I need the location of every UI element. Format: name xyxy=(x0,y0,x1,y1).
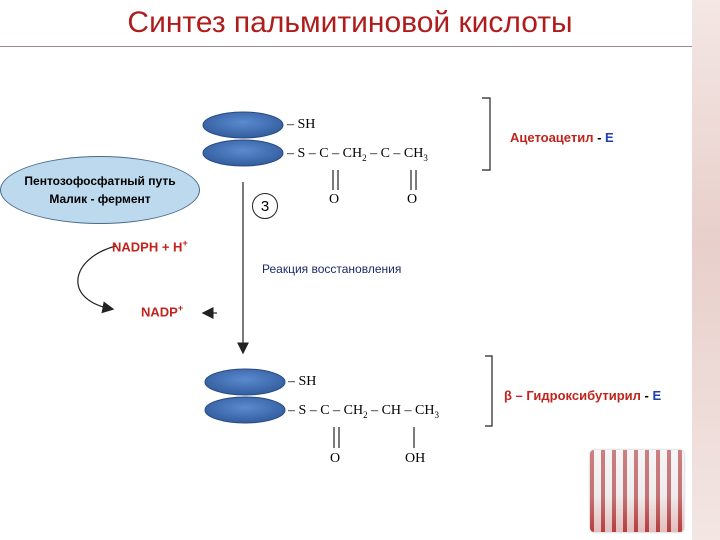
bottom-chain-part-b: – CH – CH xyxy=(367,403,435,418)
top-oxygen-2: O xyxy=(407,192,418,207)
bracket-bottom xyxy=(485,355,493,427)
bracket-top xyxy=(482,97,491,171)
pathway-oval: Пентозофосфатный путь Малик - фермент xyxy=(0,156,200,224)
nadph-sup: + xyxy=(182,238,188,248)
top-compound-label: Ацетоацетил xyxy=(510,130,594,145)
bottom-hydroxyl: OH xyxy=(405,451,426,466)
bottom-compound-label: β – Гидроксибутирил xyxy=(504,388,641,403)
top-chain-sub-2: 2 xyxy=(362,152,367,163)
bottom-sh-group: – SH xyxy=(288,374,317,389)
pathway-line-1: Пентозофосфатный путь xyxy=(24,174,176,188)
enzyme-ellipse-top-1 xyxy=(202,111,284,139)
cofactor-curve-arrow xyxy=(77,245,117,314)
step-number-circle: 3 xyxy=(252,193,278,219)
nadp-text: NADP xyxy=(141,304,178,320)
nadph-label: NADPH + H+ xyxy=(112,238,188,254)
enzyme-ellipse-bottom-2 xyxy=(204,396,286,424)
enzyme-ellipse-top-2 xyxy=(202,139,284,167)
top-chain-sub-3: 3 xyxy=(423,152,428,163)
bottom-chain-sub-2: 2 xyxy=(363,409,368,420)
bottom-chain-formula: – S – C – CH2 – CH – CH3 xyxy=(288,403,439,420)
top-compound-dash: - xyxy=(593,130,606,145)
top-chain-part-b: – C – CH xyxy=(366,146,424,161)
top-sh-group: – SH xyxy=(287,117,316,132)
nadp-label: NADP+ xyxy=(141,303,183,319)
top-oxygen-1: O xyxy=(329,192,340,207)
bottom-compound-dash: - xyxy=(640,388,653,403)
pathway-line-2: Малик - фермент xyxy=(49,192,151,206)
bottom-oxygen: O xyxy=(330,451,341,466)
page-title: Синтез пальмитиновой кислоты xyxy=(127,6,573,39)
top-chain-formula: – S – C – CH2 – C – CH3 xyxy=(287,146,428,163)
reaction-label: Реакция восстановления xyxy=(262,262,402,276)
top-enzyme-letter: E xyxy=(605,130,614,145)
bottom-chain-sub-3: 3 xyxy=(434,409,439,420)
title-divider xyxy=(0,46,692,47)
bottom-chain-part-a: – S – C – CH xyxy=(288,403,364,418)
enzyme-ellipse-bottom-1 xyxy=(204,368,286,396)
nadph-text: NADPH + H xyxy=(112,239,183,255)
bottom-compound-name: β – Гидроксибутирил - E xyxy=(504,388,661,403)
top-chain-part-a: – S – C – CH xyxy=(287,146,363,161)
decorative-side-strip xyxy=(692,0,720,540)
test-tubes-photo xyxy=(590,450,684,532)
bottom-enzyme-letter: E xyxy=(652,388,662,403)
top-compound-name: Ацетоацетил - E xyxy=(510,130,614,145)
nadp-sup: + xyxy=(177,303,184,313)
